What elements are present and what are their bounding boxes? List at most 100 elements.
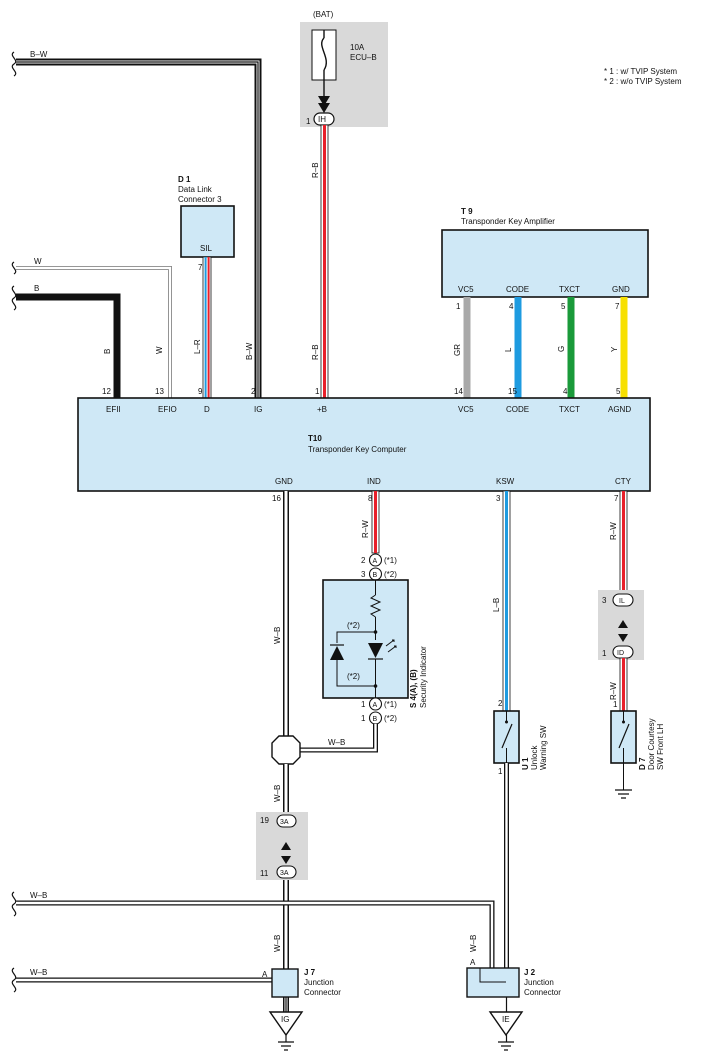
connector-arrow-icon bbox=[618, 620, 628, 642]
wire-wb-s4-inner bbox=[300, 724, 377, 752]
splice-point bbox=[271, 735, 301, 765]
d7-name-1: Door Courtesy bbox=[647, 718, 656, 770]
s4-code: S 4(A), (B) bbox=[409, 669, 418, 708]
ground-ie-label: IE bbox=[502, 1015, 510, 1024]
conn-3a-bottom-label: 3A bbox=[280, 870, 289, 877]
wire-break-icon bbox=[11, 285, 17, 311]
s4-box bbox=[322, 579, 409, 699]
wire-break-icon bbox=[11, 967, 17, 993]
t10-label-vc5: VC5 bbox=[458, 405, 474, 414]
wire-wb-label: W–B bbox=[273, 935, 282, 952]
led-icon bbox=[368, 643, 383, 658]
wire-rb-label: R–B bbox=[311, 344, 320, 360]
wire-w-label-vertical: W bbox=[155, 346, 164, 354]
light-emission-icon bbox=[385, 639, 397, 653]
t10-pin-txct: 4 bbox=[563, 387, 568, 396]
conn-id-pin: 1 bbox=[602, 649, 607, 658]
j2-name-1: Junction bbox=[524, 978, 554, 987]
t10-label-agnd: AGND bbox=[608, 405, 631, 414]
wire-wb-branch bbox=[16, 900, 495, 968]
wire-b bbox=[16, 293, 121, 398]
wire-l-label: L bbox=[504, 347, 513, 352]
note-1: * 1 : w/ TVIP System bbox=[604, 67, 677, 76]
j7-name-1: Junction bbox=[304, 978, 334, 987]
s4-bot-pin-a: 1 bbox=[361, 700, 366, 709]
d1-code: D 1 bbox=[178, 175, 191, 184]
conn-il-label: IL bbox=[619, 598, 625, 605]
t9-pin-label-gnd: GND bbox=[612, 285, 630, 294]
t10-pin-vc5: 14 bbox=[454, 387, 463, 396]
s4-name: Security Indicator bbox=[419, 646, 428, 708]
u1-pin-top: 2 bbox=[498, 699, 503, 708]
s4-conn-a-bottom-label: A bbox=[373, 702, 378, 709]
switch-icon bbox=[501, 723, 513, 749]
t10-pin-d: 9 bbox=[198, 387, 203, 396]
conn-3a-top-label: 3A bbox=[280, 819, 289, 826]
t10-label-code: CODE bbox=[506, 405, 529, 414]
s4-inner-note-top: (*2) bbox=[347, 621, 360, 630]
wire-break-icon bbox=[11, 51, 17, 77]
switch-contact bbox=[622, 720, 625, 724]
t10-pin-ig: 2 bbox=[251, 387, 256, 396]
u1-pin-bottom: 1 bbox=[498, 767, 503, 776]
u1-name-1: Unlock bbox=[530, 745, 539, 770]
d1-pin: 7 bbox=[198, 263, 203, 272]
wire-lr-label: L–R bbox=[193, 339, 202, 354]
u1-code: U 1 bbox=[521, 757, 530, 770]
ground-ig-label: IG bbox=[281, 1015, 289, 1024]
s4-conn-b-top-label: B bbox=[373, 572, 378, 579]
t9-pin-code: 4 bbox=[509, 302, 514, 311]
j7-name-2: Connector bbox=[304, 988, 341, 997]
wire-break-icon bbox=[11, 891, 17, 917]
t9-code: T 9 bbox=[461, 207, 473, 216]
switch-contact bbox=[505, 720, 508, 724]
t10-pin-b: 1 bbox=[315, 387, 320, 396]
conn-id-label: ID bbox=[617, 650, 624, 657]
fuse-rating: 10A bbox=[350, 43, 365, 52]
wire-rw-label: R–W bbox=[361, 520, 370, 538]
wire-wb-label: W–B bbox=[273, 785, 282, 802]
connector-ih-label: IH bbox=[318, 115, 326, 124]
conn-3a-top bbox=[276, 814, 297, 828]
j7-code: J 7 bbox=[304, 968, 316, 977]
wire-bw-label: B–W bbox=[30, 50, 48, 59]
wire-gr-label: GR bbox=[453, 344, 462, 356]
t10-label-gnd: GND bbox=[275, 477, 293, 486]
wire-wb-branch-label: W–B bbox=[30, 891, 47, 900]
j7-box bbox=[271, 968, 299, 998]
t10-pin-efio: 13 bbox=[155, 387, 164, 396]
t9-box bbox=[441, 229, 649, 298]
ground-ig bbox=[268, 1011, 304, 1037]
wire-w-label: W bbox=[34, 257, 42, 266]
s4-note-1-top: (*1) bbox=[384, 556, 397, 565]
s4-bot-pin-b: 1 bbox=[361, 714, 366, 723]
j7-pin-a: A bbox=[262, 970, 268, 979]
wire-wb-j2-label: W–B bbox=[469, 935, 478, 952]
d7-pin: 1 bbox=[613, 700, 618, 709]
t10-pin-cty: 7 bbox=[614, 494, 619, 503]
j2-pin-a: A bbox=[470, 958, 476, 967]
switch-icon bbox=[618, 723, 630, 749]
junction-dot bbox=[373, 684, 378, 688]
wire-lb-label: L–B bbox=[492, 598, 501, 612]
conn-3a-top-pin: 19 bbox=[260, 816, 269, 825]
fuse-name: ECU–B bbox=[350, 53, 377, 62]
connector-arrow-icon bbox=[318, 96, 330, 113]
t9-pin-gnd: 7 bbox=[615, 302, 620, 311]
d7-name-2: SW Front LH bbox=[656, 724, 665, 770]
s4-top-pin-b: 3 bbox=[361, 570, 366, 579]
t9-pin-label-txct: TXCT bbox=[559, 285, 580, 294]
s4-top-pin-a: 2 bbox=[361, 556, 366, 565]
diode-icon bbox=[330, 646, 344, 660]
note-2: * 2 : w/o TVIP System bbox=[604, 77, 682, 86]
d1-name-2: Connector 3 bbox=[178, 195, 222, 204]
t10-pin-code: 15 bbox=[508, 387, 517, 396]
s4-conn-b-bottom-label: B bbox=[373, 716, 378, 723]
j2-code: J 2 bbox=[524, 968, 536, 977]
conn-il bbox=[612, 593, 634, 607]
conn-il-pin: 3 bbox=[602, 596, 607, 605]
wire-bw-label-vertical: B–W bbox=[245, 342, 254, 360]
wire-y-label: Y bbox=[610, 346, 619, 352]
t10-name: Transponder Key Computer bbox=[308, 445, 407, 454]
conn-3a-bot-pin: 11 bbox=[260, 869, 269, 878]
